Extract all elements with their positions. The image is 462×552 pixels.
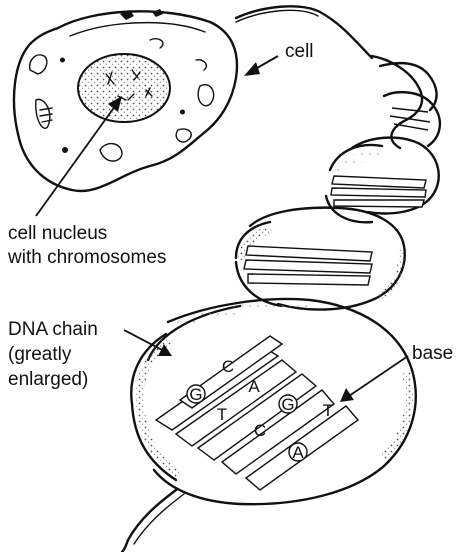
base-letter-1: G <box>189 385 202 404</box>
label-cell: cell <box>285 40 314 63</box>
label-dna-line2: (greatly <box>8 343 71 366</box>
base-letter-g-mid: G <box>279 395 297 414</box>
base-letter-8: T <box>323 401 333 420</box>
base-letter-4: T <box>217 405 227 424</box>
base-arrow <box>340 356 408 402</box>
base-letter-a-bottom: A <box>289 443 307 462</box>
cell-arrow <box>244 56 278 76</box>
label-dna-line1: DNA chain <box>8 318 98 341</box>
base-letter-7: A <box>292 443 304 462</box>
base-letter-g-top: G <box>187 385 205 404</box>
base-letter-6: C <box>254 421 266 440</box>
base-letter-2: C <box>222 357 234 376</box>
cell-illustration <box>14 9 237 191</box>
label-nucleus-line1: cell nucleus <box>8 222 107 245</box>
dna-helix: G C A T G C A T <box>131 56 440 504</box>
base-letter-5: G <box>281 395 294 414</box>
base-letter-3: A <box>248 377 260 396</box>
label-nucleus-line2: with chromosomes <box>8 246 166 269</box>
label-dna-line3: enlarged) <box>8 368 88 391</box>
dna-strand-tail <box>122 490 176 552</box>
label-base: base <box>412 342 453 365</box>
